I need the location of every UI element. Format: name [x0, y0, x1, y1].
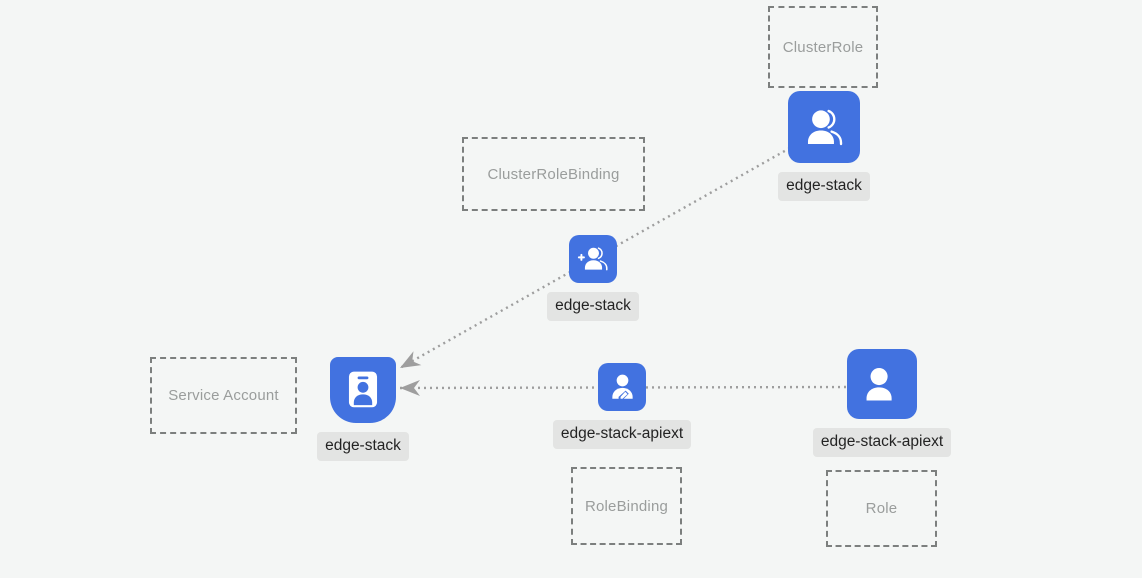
cluster-role-binding-icon: [577, 246, 608, 270]
role-binding-icon[interactable]: [598, 363, 646, 411]
kind-box-label: RoleBinding: [584, 497, 669, 515]
kind-box-label: ClusterRoleBinding: [487, 165, 620, 183]
node-label: edge-stack: [317, 432, 409, 461]
cluster-role-icon: [807, 109, 842, 145]
role-icon[interactable]: [847, 349, 917, 419]
serviceaccount-box: Service Account: [150, 357, 297, 434]
clusterrolebinding-node[interactable]: edge-stack: [483, 235, 703, 321]
kind-box-label: ClusterRole: [782, 38, 864, 56]
role-icon: [866, 367, 892, 400]
cluster-role-binding-icon[interactable]: [569, 235, 617, 283]
node-label: edge-stack-apiext: [552, 420, 692, 449]
cluster-role-icon[interactable]: [788, 91, 860, 163]
rolebinding-box: RoleBinding: [571, 467, 682, 545]
clusterrole-box: ClusterRole: [768, 6, 878, 88]
node-label: edge-stack-apiext: [812, 428, 952, 457]
role-node[interactable]: edge-stack-apiext: [772, 349, 992, 457]
role-box: Role: [826, 470, 937, 547]
clusterrole-node[interactable]: edge-stack: [714, 91, 934, 201]
clusterrolebinding-box: ClusterRoleBinding: [462, 137, 645, 211]
serviceaccount-node[interactable]: edge-stack: [253, 357, 473, 461]
kind-box-label: Service Account: [168, 387, 279, 404]
node-label: edge-stack: [547, 292, 639, 321]
node-label: edge-stack: [778, 172, 870, 201]
kind-box-label: Role: [865, 500, 898, 517]
role-binding-icon: [611, 374, 633, 400]
service-account-icon: [348, 371, 378, 408]
service-account-icon[interactable]: [330, 357, 396, 423]
rolebinding-node[interactable]: edge-stack-apiext: [512, 363, 732, 449]
